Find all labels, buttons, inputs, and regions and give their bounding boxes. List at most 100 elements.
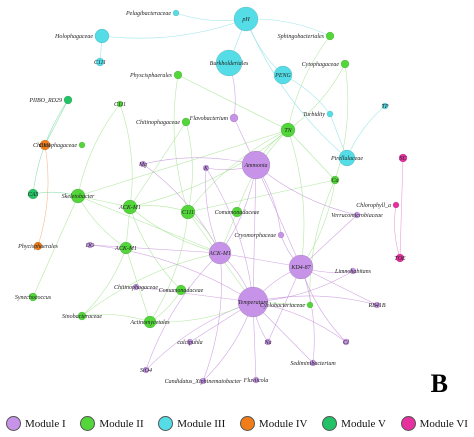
node-temperature-circle[interactable] bbox=[237, 286, 269, 318]
node-na-circle[interactable] bbox=[264, 338, 272, 346]
node-pelagibacteraceae-circle[interactable] bbox=[172, 9, 180, 17]
node-ca-circle[interactable] bbox=[330, 175, 340, 185]
node-acki-2-circle[interactable] bbox=[119, 241, 133, 255]
node-cryomorphaceae[interactable]: Cryomorphaceae bbox=[234, 231, 285, 239]
node-tp-circle[interactable] bbox=[381, 102, 389, 110]
node-sc-circle[interactable] bbox=[398, 153, 408, 163]
node-sphingobacteriales[interactable]: Sphingobacteriales bbox=[278, 31, 335, 41]
node-c111-orange[interactable]: C111 bbox=[39, 139, 51, 151]
node-rb41-circle[interactable] bbox=[373, 301, 381, 309]
node-pH-circle[interactable] bbox=[233, 6, 259, 32]
node-actinomycetales-circle[interactable] bbox=[143, 315, 157, 329]
node-comamonadaceae-low-circle[interactable] bbox=[175, 284, 187, 296]
node-k-circle[interactable] bbox=[202, 164, 210, 172]
node-ca5[interactable]: CA5 bbox=[27, 188, 39, 200]
node-sinobacteraceae-circle[interactable] bbox=[77, 311, 87, 321]
node-do-circle[interactable] bbox=[86, 241, 94, 249]
node-cryomorphaceae-circle[interactable] bbox=[277, 231, 285, 239]
node-synechococcus[interactable]: Synechococcus bbox=[15, 292, 52, 302]
node-tn[interactable]: TN bbox=[280, 122, 296, 138]
node-tp[interactable]: TP bbox=[381, 102, 389, 110]
node-calcipuhla[interactable]: calcipuhla bbox=[177, 338, 203, 346]
node-rb41[interactable]: RB41B bbox=[368, 301, 386, 309]
node-flavobacterium[interactable]: Flavobacterium bbox=[189, 113, 239, 123]
node-turbidity[interactable]: Turbidity bbox=[303, 110, 334, 118]
node-pirellulaceae[interactable]: Pirellulaceae bbox=[330, 149, 363, 167]
node-c111-top-circle[interactable] bbox=[95, 57, 105, 67]
node-sediminibacterium[interactable]: Sediminibacterium bbox=[290, 359, 336, 367]
node-sio4-circle[interactable] bbox=[142, 366, 150, 374]
node-na[interactable]: Na bbox=[263, 338, 272, 346]
node-chitinophagaceae-left[interactable]: Chitinophagaceae bbox=[33, 141, 86, 149]
node-cytophagaceae[interactable]: Cytophagaceae bbox=[302, 59, 350, 69]
node-comamonadaceae-mid[interactable]: Comamonadaceae bbox=[215, 206, 260, 218]
node-chitinophagaceae-left-circle[interactable] bbox=[78, 141, 86, 149]
node-chitinophagaceae-low-circle[interactable] bbox=[132, 283, 140, 291]
node-c111-low-circle[interactable] bbox=[180, 204, 196, 220]
node-toe-circle[interactable] bbox=[395, 253, 405, 263]
node-ammonia-circle[interactable] bbox=[241, 150, 271, 180]
node-burkholderiales-circle[interactable] bbox=[215, 49, 243, 77]
node-synechococcus-circle[interactable] bbox=[28, 292, 38, 302]
node-pH[interactable]: pH bbox=[233, 6, 259, 32]
node-sc[interactable]: SC bbox=[398, 153, 408, 163]
node-candidatus-circle[interactable] bbox=[199, 377, 207, 385]
node-k[interactable]: K bbox=[202, 164, 210, 172]
node-sphingobacteriales-circle[interactable] bbox=[325, 31, 335, 41]
node-verrucomicrobiaceae-circle[interactable] bbox=[353, 211, 361, 219]
node-peng-circle[interactable] bbox=[273, 65, 293, 85]
node-piibo-circle[interactable] bbox=[63, 95, 73, 105]
node-acki-big[interactable]: ACK-M1 bbox=[208, 241, 232, 265]
node-c111-top[interactable]: C111 bbox=[94, 57, 106, 67]
node-fluviicola[interactable]: Fluviicola bbox=[243, 376, 269, 384]
node-ca5-circle[interactable] bbox=[27, 188, 39, 200]
node-temperature[interactable]: Temperature bbox=[237, 286, 269, 318]
node-kd4-circle[interactable] bbox=[288, 254, 314, 280]
node-c111-mid-circle[interactable] bbox=[116, 100, 124, 108]
node-verrucomicrobiaceae[interactable]: Verrucomicrobiaceae bbox=[331, 211, 383, 219]
node-ca[interactable]: Ca bbox=[330, 175, 340, 185]
node-acki-big-circle[interactable] bbox=[208, 241, 232, 265]
node-acki-circle[interactable] bbox=[122, 199, 138, 215]
node-skeletobacter[interactable]: Skeletobacter bbox=[62, 188, 95, 204]
node-chitinophagaceae-low[interactable]: Chitinophagaceae bbox=[114, 283, 158, 291]
node-peng[interactable]: PENG bbox=[273, 65, 293, 85]
node-cyclobacteriaceae[interactable]: Cyclobacteriaceae bbox=[260, 301, 314, 309]
node-calcipuhla-circle[interactable] bbox=[186, 338, 194, 346]
node-cl-circle[interactable] bbox=[342, 338, 350, 346]
node-limnohabitans-circle[interactable] bbox=[349, 267, 357, 275]
node-chlorophyll[interactable]: Chlorophyll_a bbox=[356, 201, 400, 209]
node-phycisphaerales[interactable]: Phycisphaerales bbox=[17, 241, 58, 251]
node-cl[interactable]: Cl bbox=[342, 338, 350, 346]
node-physcisphaerales[interactable]: Physcisphaerales bbox=[129, 70, 183, 80]
node-c111-orange-circle[interactable] bbox=[39, 139, 51, 151]
node-holophagaceae[interactable]: Holophagaceae bbox=[54, 28, 110, 44]
node-burkholderiales[interactable]: Burkholderiales bbox=[210, 49, 249, 77]
node-flavobacterium-circle[interactable] bbox=[229, 113, 239, 123]
node-candidatus[interactable]: Candidatus_Xiphinematobacter bbox=[165, 377, 242, 385]
node-chitinophagaceae-top[interactable]: Chitinophagaceae bbox=[136, 117, 191, 127]
node-acki-2[interactable]: ACK-M1 bbox=[114, 241, 137, 255]
node-cyclobacteriaceae-circle[interactable] bbox=[306, 301, 314, 309]
node-comamonadaceae-mid-circle[interactable] bbox=[231, 206, 243, 218]
node-phycisphaerales-circle[interactable] bbox=[33, 241, 43, 251]
node-acki[interactable]: ACK-M1 bbox=[118, 199, 141, 215]
node-limnohabitans[interactable]: Limnohabitans bbox=[334, 267, 372, 275]
node-chlorophyll-circle[interactable] bbox=[392, 201, 400, 209]
node-c111-mid[interactable]: C111 bbox=[114, 100, 126, 108]
node-pirellulaceae-circle[interactable] bbox=[338, 149, 356, 167]
node-sinobacteraceae[interactable]: Sinobacteraceae bbox=[62, 311, 102, 321]
node-chitinophagaceae-top-circle[interactable] bbox=[181, 117, 191, 127]
node-tn-circle[interactable] bbox=[280, 122, 296, 138]
node-do[interactable]: DO bbox=[85, 241, 95, 249]
node-mg[interactable]: Mg bbox=[138, 160, 147, 168]
node-comamonadaceae-low[interactable]: Comamonadaceae bbox=[159, 284, 204, 296]
node-toe[interactable]: TOE bbox=[394, 253, 406, 263]
node-pelagibacteraceae[interactable]: Pelagibacteraceae bbox=[125, 9, 180, 17]
node-actinomycetales[interactable]: Actinomycetales bbox=[129, 315, 170, 329]
node-physcisphaerales-circle[interactable] bbox=[173, 70, 183, 80]
node-cytophagaceae-circle[interactable] bbox=[340, 59, 350, 69]
node-holophagaceae-circle[interactable] bbox=[94, 28, 110, 44]
node-c111-low[interactable]: C111 bbox=[180, 204, 196, 220]
node-ammonia[interactable]: Ammonia bbox=[241, 150, 271, 180]
